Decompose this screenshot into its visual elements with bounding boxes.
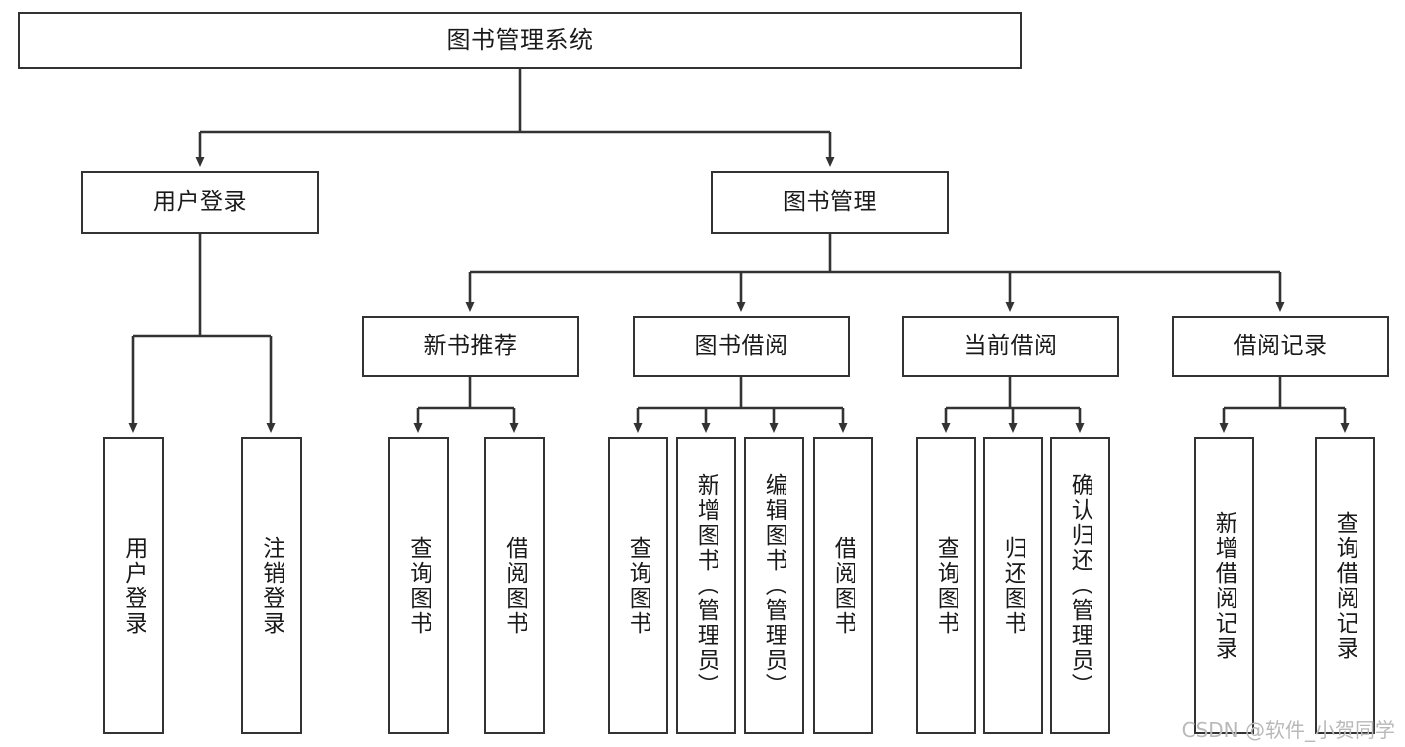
node-book-borrow[interactable]: 图书借阅 [633,316,850,377]
node-label: 新增借阅记录 [1211,510,1237,661]
node-label: 用户登录 [153,188,247,215]
node-leaf-confirm-return-admin[interactable]: 确认归还（管理员） [1050,437,1110,734]
node-label: 查询借阅记录 [1332,510,1358,661]
node-label: 借阅图书 [830,535,856,636]
node-label: 用户登录 [121,535,146,636]
node-label: 新增图书（管理员） [693,473,719,698]
node-leaf-add-borrow-record[interactable]: 新增借阅记录 [1194,437,1254,734]
node-label: 注销登录 [259,535,284,636]
node-leaf-borrow-book[interactable]: 借阅图书 [813,437,873,734]
node-leaf-borrow-book-rec[interactable]: 借阅图书 [484,437,545,734]
node-book-management[interactable]: 图书管理 [711,171,949,234]
node-leaf-query-book-borrow[interactable]: 查询图书 [608,437,668,734]
edge-group-borrow-records [1219,377,1350,433]
node-label: 新书推荐 [423,332,518,359]
csdn-watermark: CSDN @软件_小贺同学 [1181,718,1395,742]
node-label: 图书管理系统 [446,26,594,55]
node-label: 编辑图书（管理员） [761,473,787,698]
node-user-login[interactable]: 用户登录 [81,171,319,234]
node-label: 确认归还（管理员） [1067,473,1093,698]
node-leaf-query-book-current[interactable]: 查询图书 [916,437,976,734]
node-root-system[interactable]: 图书管理系统 [18,12,1022,69]
node-label: 当前借阅 [963,332,1058,359]
node-label: 图书管理 [783,188,877,215]
node-label: 查询图书 [625,535,651,636]
edge-group-user-login [128,234,276,433]
node-leaf-add-book-admin[interactable]: 新增图书（管理员） [676,437,736,734]
edge-group-current-borrow [941,377,1085,433]
node-leaf-query-book-rec[interactable]: 查询图书 [388,437,449,734]
node-borrow-records[interactable]: 借阅记录 [1172,316,1389,377]
node-label: 查询图书 [406,535,431,636]
node-label: 借阅图书 [502,535,527,636]
node-new-book-recommend[interactable]: 新书推荐 [362,316,579,377]
edge-group-root [195,69,835,167]
node-leaf-query-borrow-record[interactable]: 查询借阅记录 [1315,437,1375,734]
edge-group-book-borrow [633,377,848,433]
node-leaf-logout[interactable]: 注销登录 [241,437,302,734]
edge-group-new-book-recommend [413,377,519,433]
node-label: 查询图书 [933,535,959,636]
node-leaf-edit-book-admin[interactable]: 编辑图书（管理员） [744,437,804,734]
edge-group-book-management [465,234,1285,312]
node-leaf-return-book[interactable]: 归还图书 [983,437,1043,734]
node-label: 借阅记录 [1233,332,1328,359]
node-current-borrow[interactable]: 当前借阅 [902,316,1119,377]
node-leaf-user-login[interactable]: 用户登录 [103,437,164,734]
node-label: 图书借阅 [694,332,789,359]
node-label: 归还图书 [1000,535,1026,636]
